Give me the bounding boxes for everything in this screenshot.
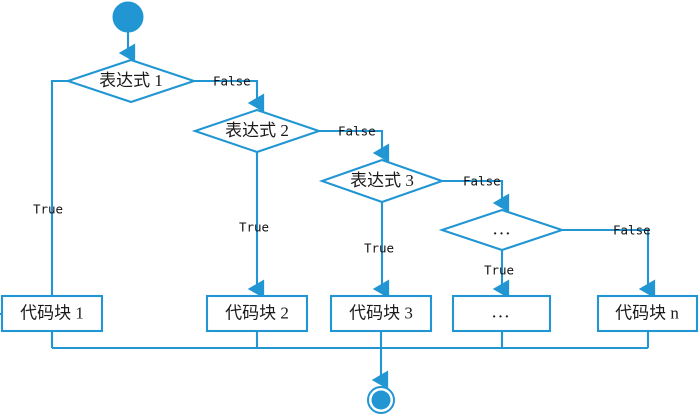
- decision-1-shape: [64, 58, 198, 104]
- edge-decision-3-false: [442, 179, 510, 213]
- decision-2-shape: [191, 108, 323, 154]
- decision-4-shape: [438, 208, 566, 252]
- process-block-n[interactable]: 代码块 n: [596, 294, 699, 333]
- decision-node-1[interactable]: 表达式 1: [64, 58, 198, 104]
- process-block-n-shape: [596, 294, 699, 333]
- process-block-2-label: 代码块 2: [225, 303, 289, 322]
- process-block-1-shape: [0, 294, 104, 333]
- edge-label-layer: False False False False True True True T…: [33, 74, 651, 278]
- decision-4-label: …: [492, 218, 512, 239]
- edge-label-true-4: True: [484, 263, 514, 278]
- process-block-3[interactable]: 代码块 3: [329, 294, 433, 333]
- edge-decision-1-false: [194, 79, 265, 113]
- edge-label-false-3: False: [463, 174, 501, 189]
- edge-label-true-3: True: [364, 241, 394, 256]
- edge-label-false-2: False: [338, 124, 376, 139]
- decision-3-label: 表达式 3: [350, 171, 414, 190]
- end-node[interactable]: [367, 386, 395, 414]
- start-node[interactable]: [112, 1, 144, 33]
- edge-decision-1-true: [0, 79, 68, 316]
- edge-label-true-2: True: [239, 220, 269, 235]
- decision-3-shape: [318, 158, 446, 204]
- decision-node-4[interactable]: …: [438, 208, 566, 252]
- process-block-4-shape: [451, 294, 552, 333]
- decision-node-2[interactable]: 表达式 2: [191, 108, 323, 154]
- edge-decision-4-false: [562, 228, 656, 299]
- end-node-inner-disc: [371, 390, 391, 410]
- process-block-3-label: 代码块 3: [349, 303, 413, 322]
- process-block-1-label: 代码块 1: [20, 303, 84, 322]
- decision-node-3[interactable]: 表达式 3: [318, 158, 446, 204]
- process-block-3-shape: [329, 294, 433, 333]
- process-block-2[interactable]: 代码块 2: [205, 294, 309, 333]
- process-block-1[interactable]: 代码块 1: [0, 294, 104, 333]
- process-block-2-shape: [205, 294, 309, 333]
- process-block-4[interactable]: …: [451, 294, 552, 333]
- process-block-n-label: 代码块 n: [615, 303, 679, 322]
- decision-2-label: 表达式 2: [225, 121, 289, 140]
- decision-1-label: 表达式 1: [99, 71, 163, 90]
- process-block-4-label: …: [491, 301, 511, 322]
- edge-decision-2-false: [319, 129, 390, 163]
- edge-label-false-4: False: [613, 223, 651, 238]
- edge-layer: [0, 32, 656, 390]
- edge-label-false-1: False: [213, 74, 251, 89]
- edge-label-true-1: True: [33, 202, 63, 217]
